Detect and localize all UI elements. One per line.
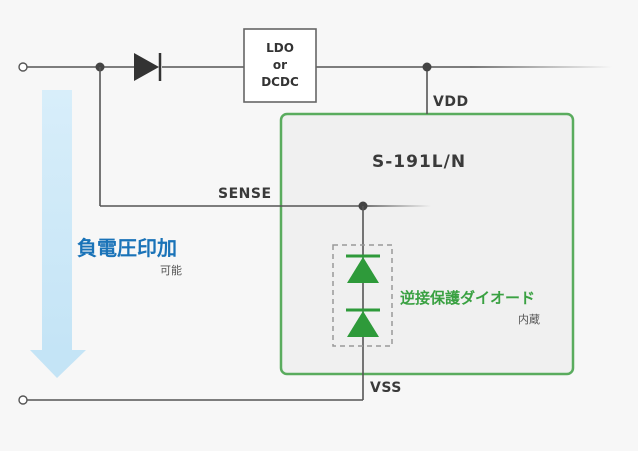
sense-wire bbox=[99, 67, 365, 207]
vss-label: VSS bbox=[370, 380, 402, 396]
sense-label: SENSE bbox=[218, 186, 272, 202]
regulator-box bbox=[243, 28, 317, 103]
input-terminal-bottom bbox=[18, 395, 28, 405]
negative-voltage-title: 負電圧印加 bbox=[77, 236, 177, 260]
input-terminal-top bbox=[18, 62, 28, 72]
regulator-label: LDO or DCDC bbox=[244, 40, 316, 91]
reverse-diode-subtitle: 内蔵 bbox=[518, 313, 540, 326]
regulator-line-3: DCDC bbox=[261, 75, 299, 89]
protection-diode-upper bbox=[346, 254, 380, 283]
top-wire-fade bbox=[470, 66, 612, 68]
negative-voltage-arrow bbox=[30, 90, 86, 378]
regulator-line-1: LDO bbox=[266, 41, 294, 55]
sense-wire-fade bbox=[365, 205, 431, 207]
vdd-label: VDD bbox=[433, 94, 469, 110]
vdd-node bbox=[422, 62, 432, 72]
chip-name: S-191L/N bbox=[372, 152, 467, 172]
regulator-line-2: or bbox=[272, 58, 288, 72]
reverse-diode-title: 逆接保護ダイオード bbox=[400, 289, 536, 307]
protection-diode-box bbox=[332, 244, 393, 347]
protection-diode-lower bbox=[346, 308, 380, 337]
series-diode bbox=[134, 53, 162, 81]
negative-voltage-subtitle: 可能 bbox=[160, 264, 182, 277]
